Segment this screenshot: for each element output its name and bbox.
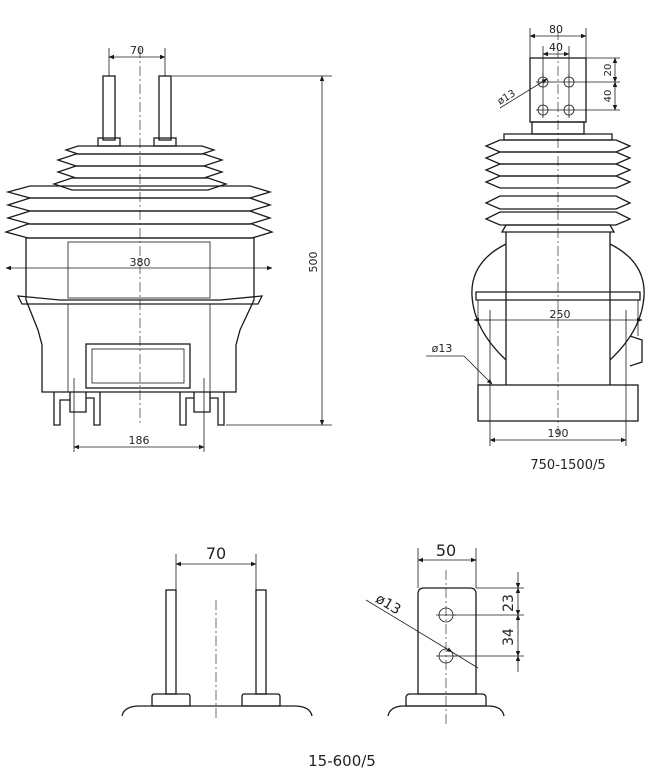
small-side-dim-terminal-width: 50 [436, 541, 456, 560]
side-view: 80 40 20 40 ø13 250 ø13 190 750-1500/5 [426, 23, 645, 473]
small-side-view: 50 23 34 ø13 [365, 541, 524, 725]
side-dim-terminal-hole-dia: ø13 [496, 88, 518, 107]
side-dim-hole-spacing-v: 40 [603, 90, 614, 103]
side-dim-hole-spacing-h: 40 [549, 41, 563, 54]
front-view: 70 380 500 186 [3, 44, 332, 452]
front-dim-shed-width: 380 [130, 256, 151, 269]
small-side-dim-hole-dia: ø13 [373, 591, 404, 618]
side-dim-base-width: 190 [548, 427, 569, 440]
small-side-dim-hole-top-offset: 23 [501, 594, 517, 612]
model-label-small: 15-600/5 [308, 752, 376, 770]
side-dim-body-width: 250 [550, 308, 571, 321]
front-dim-terminal-spacing: 70 [130, 44, 144, 57]
side-dim-hole-top-offset: 20 [603, 64, 614, 77]
side-dim-terminal-width: 80 [549, 23, 563, 36]
front-dim-overall-height: 500 [307, 252, 320, 273]
model-label-large: 750-1500/5 [530, 458, 605, 473]
side-dim-mount-hole-dia: ø13 [432, 342, 453, 355]
small-front-dim-terminal-spacing: 70 [206, 544, 226, 563]
small-front-view: 70 [121, 544, 313, 720]
front-dim-base-width: 186 [129, 434, 150, 447]
small-side-dim-hole-spacing: 34 [501, 628, 517, 646]
